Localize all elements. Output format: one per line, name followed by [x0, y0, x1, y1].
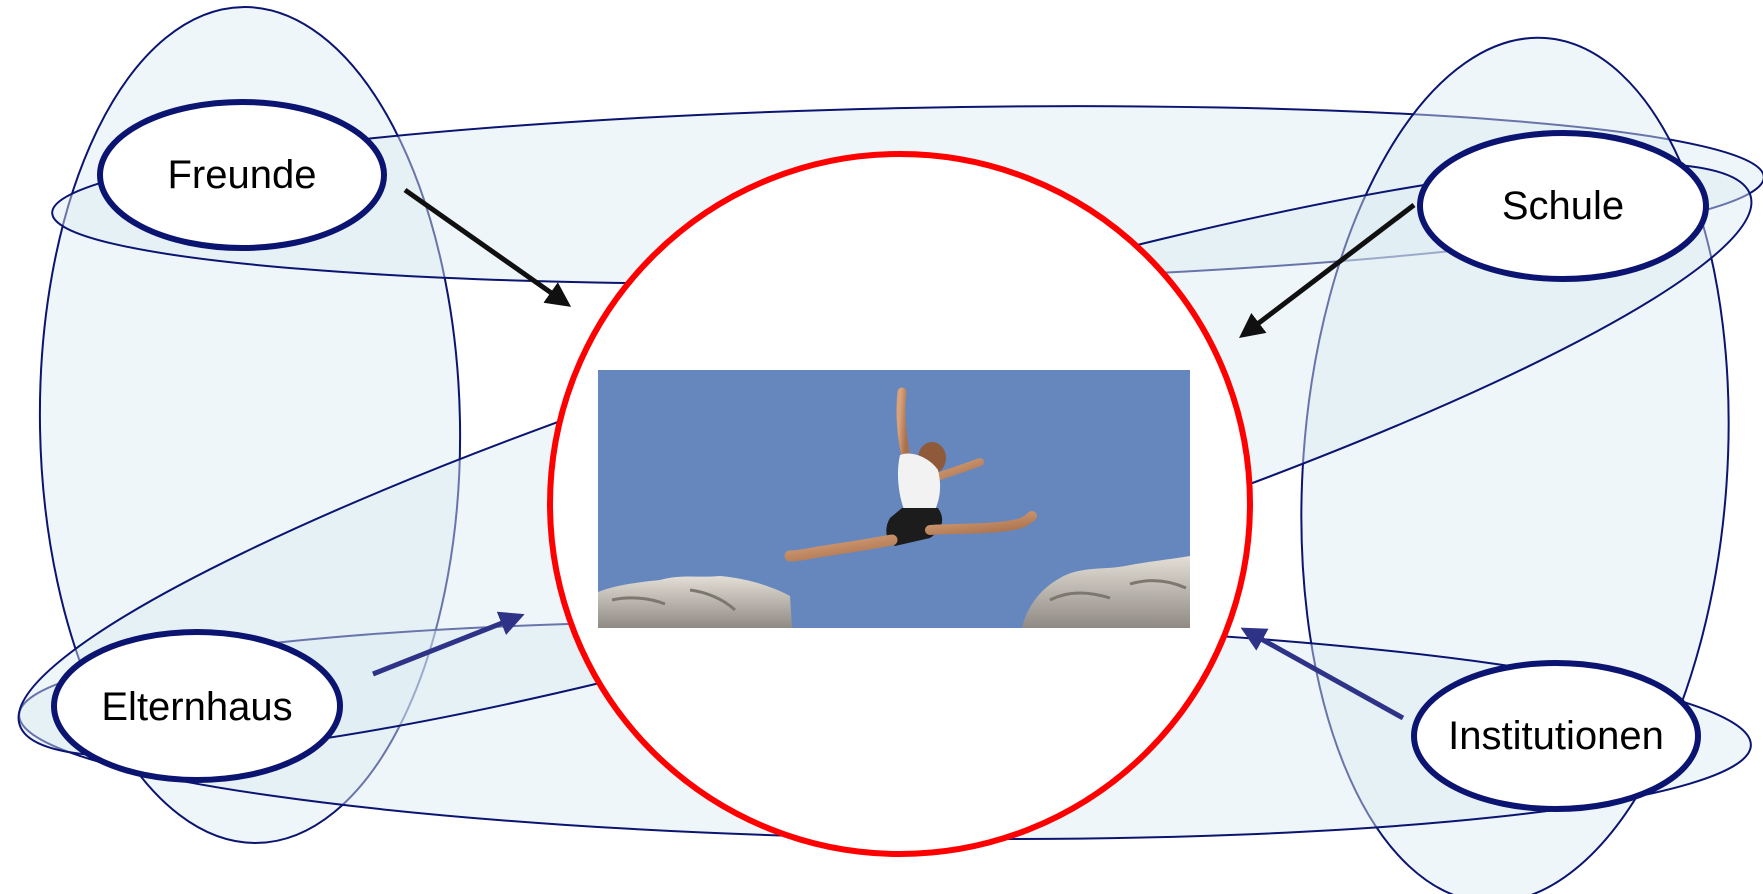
node-elternhaus: Elternhaus	[54, 632, 340, 780]
node-schule: Schule	[1420, 133, 1706, 279]
node-elternhaus-label: Elternhaus	[101, 685, 292, 729]
jumping-person-photo-icon	[598, 370, 1190, 628]
node-institutionen: Institutionen	[1414, 663, 1698, 809]
node-institutionen-label: Institutionen	[1448, 714, 1664, 758]
node-freunde: Freunde	[100, 102, 384, 248]
node-schule-label: Schule	[1502, 184, 1624, 228]
node-freunde-label: Freunde	[168, 153, 317, 197]
